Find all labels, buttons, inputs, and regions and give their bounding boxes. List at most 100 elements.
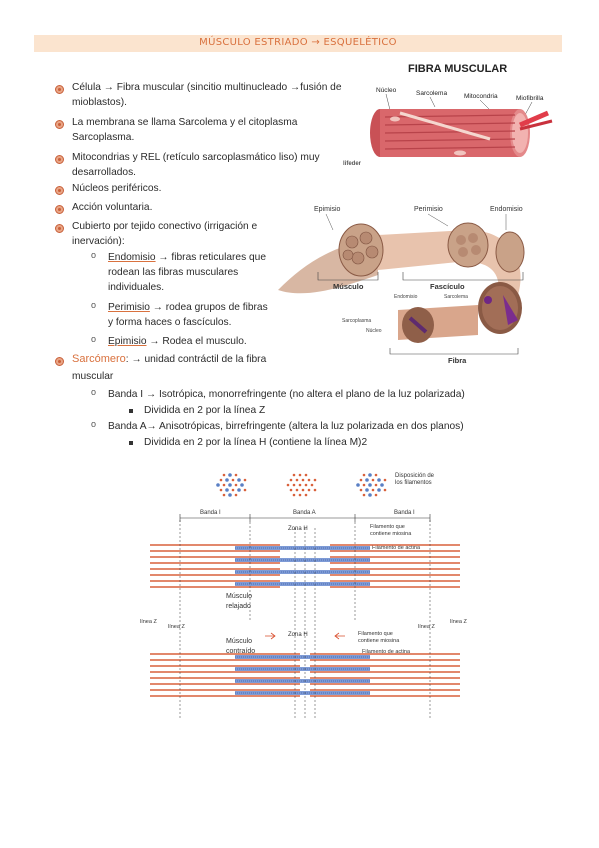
- actin-dot: [219, 488, 223, 492]
- label-banda-i-right: Banda I: [394, 510, 415, 516]
- sub-bullet-icon: o: [91, 419, 97, 429]
- sub-bullet-icon: o: [91, 387, 97, 397]
- credit-lifeder: lifeder: [343, 161, 362, 167]
- actin-dot: [374, 473, 378, 477]
- label-miosina-line1: Filamento que: [370, 524, 405, 530]
- label-musculo: Músculo: [333, 282, 364, 291]
- actin-dot: [310, 483, 314, 487]
- label-mitocondria: Mitocondria: [464, 93, 498, 100]
- label-contraido-line1: Músculo: [226, 638, 252, 645]
- term-perimisio: Perimisio: [108, 302, 150, 313]
- label-epimisio: Epimisio: [314, 206, 341, 213]
- actin-dot: [292, 473, 296, 477]
- bullet-3-line1: Mitocondrias y REL (retículo sarcoplasmá…: [72, 152, 320, 163]
- myosin-filament: [235, 558, 370, 562]
- myosin-dot: [228, 473, 232, 477]
- actin-dot: [231, 488, 235, 492]
- label-perimisio: Perimisio: [414, 206, 443, 213]
- actin-dot: [222, 473, 226, 477]
- sub-bullet-perimisio-line2: y forma haces o fascículos.: [108, 317, 232, 328]
- myosin-filament: [235, 546, 370, 550]
- figure1-title: FIBRA MUSCULAR: [408, 63, 507, 75]
- label-endomisio-small: Endomisio: [394, 294, 418, 300]
- term-epimisio: Epimisio: [108, 336, 147, 347]
- myosin-filament: [235, 570, 370, 574]
- myosin-dot: [377, 488, 381, 492]
- actin-dot: [304, 483, 308, 487]
- label-nucleo-small: Núcleo: [366, 328, 382, 334]
- muscle-fiber-illustration: [370, 109, 553, 157]
- myosin-filament: [235, 679, 370, 683]
- label-zona-h-2: Zona H: [288, 632, 308, 638]
- sub-bullet-text: → fibras reticulares que: [155, 252, 266, 263]
- actin-dot: [243, 488, 247, 492]
- figure-musculo-fasciculo-fibra: Epimisio Perimisio Endomisio Músculo Fas…: [278, 206, 525, 365]
- label-fibra: Fibra: [448, 356, 467, 365]
- myosin-dot: [237, 488, 241, 492]
- bullet-2-line1: La membrana se llama Sarcolema y el cito…: [72, 117, 298, 128]
- actin-dot: [313, 478, 317, 482]
- page-header: MÚSCULO ESTRIADO → ESQUELÉTICO: [34, 35, 562, 52]
- page-title: MÚSCULO ESTRIADO → ESQUELÉTICO: [199, 37, 397, 48]
- actin-dot: [289, 488, 293, 492]
- bullet-text: : → unidad contráctil de la fibra: [125, 354, 267, 365]
- label-sarcolema-small: Sarcolema: [444, 294, 468, 300]
- actin-dot: [371, 478, 375, 482]
- actin-dot: [374, 483, 378, 487]
- myosin-dot: [365, 488, 369, 492]
- actin-dot: [292, 483, 296, 487]
- muscle-bundle-illustration: [278, 222, 525, 343]
- myosin-dot: [225, 478, 229, 482]
- actin-dot: [292, 493, 296, 497]
- bullet-icon: [55, 120, 64, 129]
- sub-bullet-text: → Rodea el musculo.: [146, 336, 247, 347]
- actin-dot: [219, 478, 223, 482]
- actin-dot: [295, 488, 299, 492]
- label-miosina2-line1: Filamento que: [358, 631, 393, 637]
- myosin-dot: [368, 493, 372, 497]
- label-linea-z-right2: línea Z: [418, 624, 435, 630]
- actin-dot: [383, 488, 387, 492]
- myosin-dot: [228, 483, 232, 487]
- myosin-filament: [235, 655, 370, 659]
- actin-dot: [298, 473, 302, 477]
- actin-dot: [362, 493, 366, 497]
- sub-bullet-banda-i: Banda I → Isotrópica, monorrefringente (…: [108, 389, 465, 400]
- label-linea-z-left: línea Z: [140, 619, 157, 625]
- label-nucleo: Núcleo: [376, 87, 397, 94]
- actin-dot: [307, 488, 311, 492]
- actin-dot: [359, 488, 363, 492]
- bullet-icon: [55, 85, 64, 94]
- sub-bullet-perimisio: Perimisio → rodea grupos de fibras: [108, 301, 268, 315]
- actin-dot: [304, 493, 308, 497]
- myosin-dot: [228, 493, 232, 497]
- label-banda-a: Banda A: [293, 510, 316, 516]
- sub-sub-bullet-banda-i: Dividida en 2 por la línea Z: [144, 405, 266, 416]
- label-actina: Filamento de actina: [372, 545, 421, 551]
- sub-bullet-epimisio: Epimisio → Rodea el musculo.: [108, 335, 247, 349]
- myosin-dot: [365, 478, 369, 482]
- bullet-1-line2: mioblastos).: [72, 97, 127, 108]
- actin-dot: [298, 493, 302, 497]
- actin-dot: [234, 473, 238, 477]
- bullet-sarcomero-line2: muscular: [72, 371, 114, 382]
- actin-dot: [295, 478, 299, 482]
- myosin-dot: [225, 488, 229, 492]
- filament-dot-cluster: [356, 473, 387, 497]
- label-fasciculo: Fascículo: [430, 282, 465, 291]
- label-miosina2-line2: contiene miosina: [358, 638, 400, 644]
- actin-dot: [301, 478, 305, 482]
- myosin-dot: [368, 483, 372, 487]
- myosin-dot: [377, 478, 381, 482]
- sub-sub-bullet-banda-a: Dividida en 2 por la línea H (contiene l…: [144, 437, 368, 448]
- sub-bullet-icon: o: [91, 300, 97, 310]
- label-zona-h: Zona H: [288, 526, 308, 532]
- z-lines: [179, 520, 431, 720]
- label-sarcoplasma: Sarcoplasma: [342, 318, 371, 324]
- label-disposicion-line2: los filamentos: [395, 480, 432, 486]
- actin-dot: [362, 483, 366, 487]
- figure-sarcomero: Disposición de los filamentos Banda I Ba…: [140, 473, 467, 720]
- bullet-icon: [55, 224, 64, 233]
- actin-dot: [313, 488, 317, 492]
- bullet-icon: [55, 155, 64, 164]
